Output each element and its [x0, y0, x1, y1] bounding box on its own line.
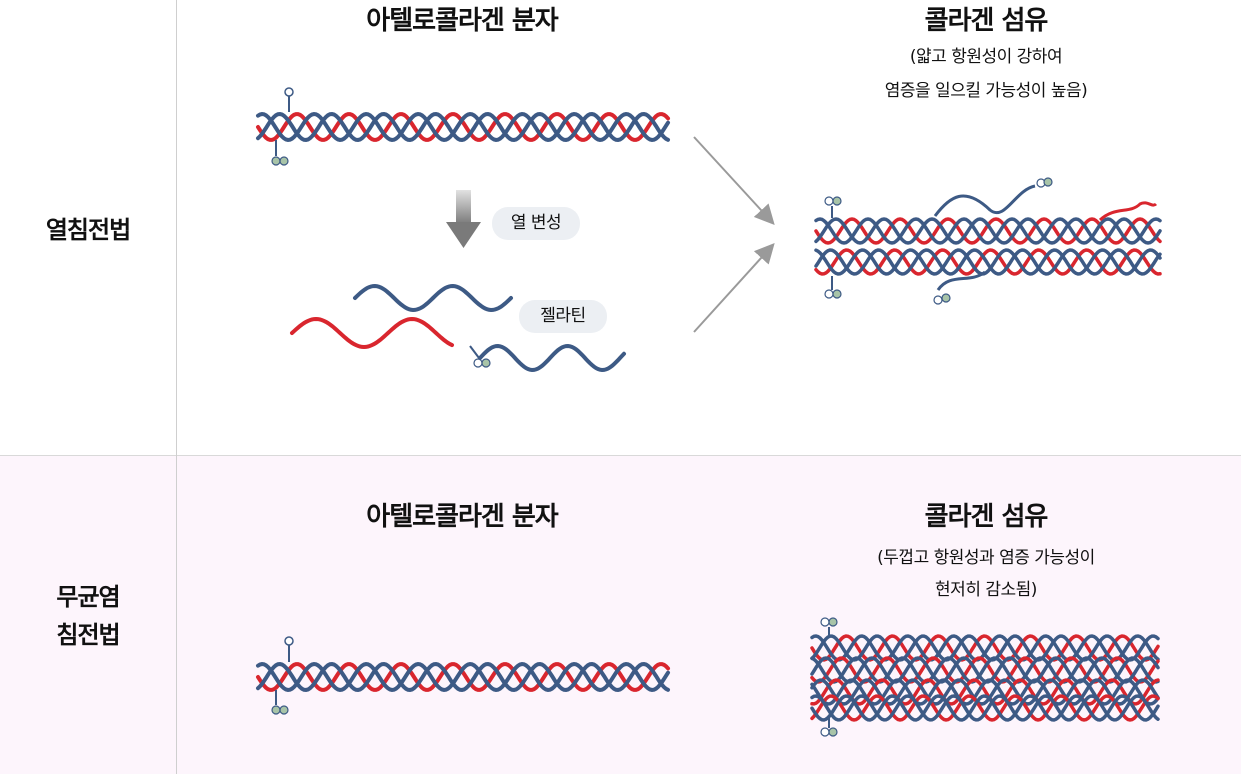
fiber-blue-strand: [810, 694, 1160, 722]
top-collagen-fiber: [814, 217, 1162, 276]
gelatin-label: 젤라틴: [519, 300, 607, 333]
top-fiber-title: 콜라겐 섬유: [924, 6, 1049, 36]
fiber-blue-strand: [810, 656, 1160, 684]
down-arrow-icon: [446, 190, 481, 248]
aseptic-method-label-line1: 무균염: [56, 583, 120, 611]
aseptic-method-label: 무균염 침전법: [0, 578, 176, 654]
fiber-blue-strand: [814, 217, 1162, 245]
blue-strand: [256, 111, 670, 143]
gelatin-terminal: [469, 345, 491, 368]
top-fiber-desc-line2: 염증을 일으킬 가능성이 높음): [884, 81, 1088, 101]
top-atelocollagen-helix: [256, 111, 670, 143]
top-molecule-title: 아텔로콜라겐 분자: [366, 6, 558, 36]
bottom-fiber-desc-line1: (두껍고 항원성과 염증 가능성이: [877, 548, 1095, 568]
fiber-red-strand: [810, 656, 1160, 684]
fiber-blue-strand: [810, 678, 1160, 706]
gelatin-strands: [290, 283, 626, 373]
bottom-fiber-terminals: [820, 617, 838, 737]
bottom-atelocollagen-helix: [256, 661, 670, 693]
row-divider: [0, 455, 1241, 456]
column-divider: [176, 0, 177, 774]
heat-denaturation-label: 열 변성: [492, 207, 580, 240]
gelatin-blue-strand: [478, 343, 626, 373]
blue-strand: [256, 661, 670, 693]
top-fiber-terminals: [824, 177, 1158, 305]
blue-strand: [256, 661, 670, 693]
gelatin-red-strand: [290, 316, 454, 350]
top-helix-terminals: [271, 87, 294, 166]
heat-method-label: 열침전법: [45, 216, 131, 244]
fiber-blue-strand: [814, 248, 1162, 276]
top-fiber-desc-line1: (얇고 항원성이 강하여: [909, 47, 1063, 67]
bottom-helix-terminals: [271, 636, 294, 715]
fiber-blue-strand: [814, 217, 1162, 245]
aseptic-method-label-line2: 침전법: [56, 621, 120, 649]
bottom-molecule-title: 아텔로콜라겐 분자: [366, 502, 558, 532]
fiber-blue-strand: [814, 248, 1162, 276]
fiber-blue-strand: [810, 694, 1160, 722]
bottom-fiber-desc-line2: 현저히 감소됨): [935, 580, 1037, 600]
fiber-red-strand: [810, 678, 1160, 706]
blue-strand: [256, 111, 670, 143]
bottom-fiber-title: 콜라겐 섬유: [924, 502, 1049, 532]
converge-arrow-icon: [693, 136, 775, 333]
bottom-collagen-fiber: [810, 634, 1160, 722]
fiber-blue-strand: [810, 634, 1160, 662]
aseptic-method-section: [0, 455, 1241, 774]
gelatin-blue-strand: [353, 283, 513, 313]
